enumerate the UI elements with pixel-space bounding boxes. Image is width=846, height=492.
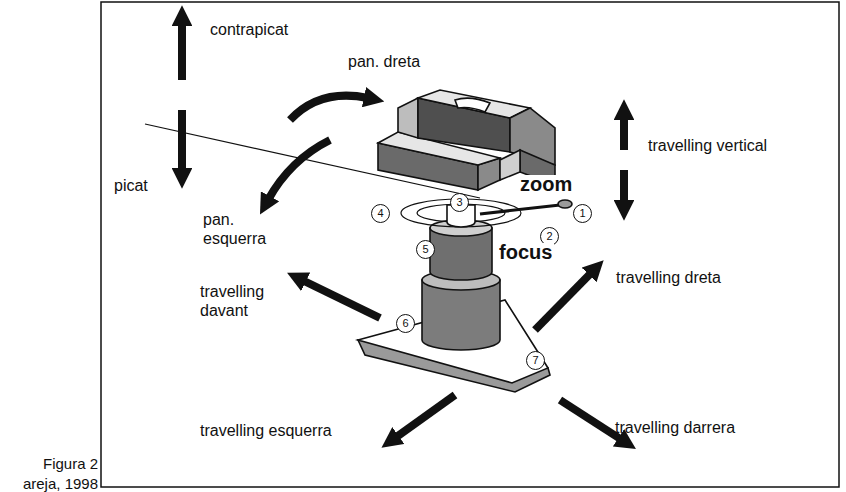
callout-number: 7 [526, 351, 545, 370]
travelling-label: travelling vertical [648, 136, 767, 155]
callout-number: 6 [396, 314, 415, 333]
control-label: focus [497, 243, 554, 262]
control-label: zoom [518, 175, 574, 194]
travelling-label: travelling darrera [615, 418, 735, 437]
pan-label: pan. esquerra [203, 210, 283, 248]
tilt-label: contrapicat [210, 20, 288, 39]
travelling-label: travelling davant [200, 282, 280, 320]
travelling-label: travelling dreta [616, 268, 721, 287]
callout-number: 5 [416, 240, 435, 259]
frame [101, 2, 839, 487]
pan-label: pan. dreta [348, 52, 420, 71]
travelling-label: travelling esquerra [200, 421, 332, 440]
caption-text: Figura 2 [43, 455, 98, 472]
callout-number: 4 [371, 204, 390, 223]
movement-arrows [182, 22, 624, 440]
callout-number: 1 [573, 204, 592, 223]
tilt-label: picat [114, 176, 148, 195]
tripod-column [401, 199, 572, 350]
callout-number: 3 [450, 193, 469, 212]
caption-text: areja, 1998 [23, 475, 98, 492]
